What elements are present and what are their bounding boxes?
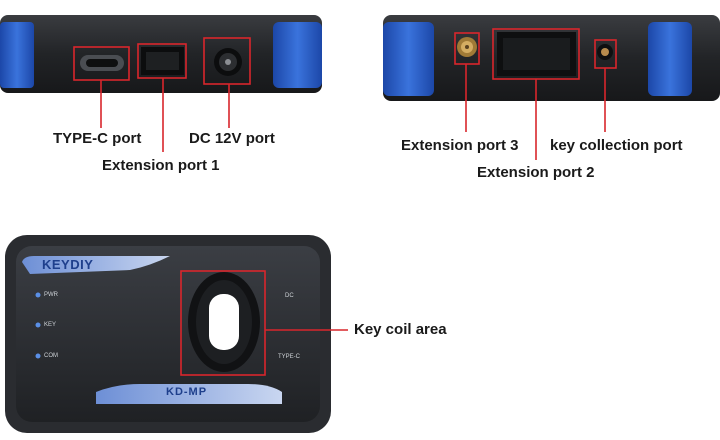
callout-graphics — [73, 28, 617, 376]
device-side-left — [0, 15, 322, 93]
dc-12v-highlight-box — [203, 37, 251, 85]
top-brand-band — [22, 256, 170, 274]
device-side-right — [383, 15, 720, 101]
side-label-type-c: TYPE-C — [278, 354, 301, 360]
led-com — [35, 353, 41, 359]
key-coil-highlight-box — [180, 270, 266, 376]
blue-bumper-left — [0, 22, 34, 88]
key-slot — [209, 294, 239, 350]
key-collection-port-label: key collection port — [550, 137, 683, 154]
extension-port-3-highlight-box — [454, 32, 480, 65]
led-pwr — [35, 292, 41, 298]
blue-bumper-right-2 — [648, 22, 692, 96]
type-c-port-label: TYPE-C port — [53, 130, 142, 147]
bottom-model-band — [96, 384, 282, 404]
led-key — [35, 322, 41, 328]
dc-12v-port-label: DC 12V port — [189, 130, 275, 147]
led-label-com: COM — [44, 353, 58, 359]
blue-bumper-right — [273, 22, 322, 88]
extension-port-2-label: Extension port 2 — [477, 164, 595, 181]
extension-port-1-label: Extension port 1 — [102, 157, 220, 174]
device-top-view — [5, 235, 331, 433]
side-label-dc: DC — [285, 293, 294, 299]
blue-bumper-left-2 — [383, 22, 434, 96]
led-label-pwr: PWR — [44, 292, 58, 298]
led-label-key: KEY — [44, 322, 57, 328]
key-coil-area-label: Key coil area — [354, 321, 447, 338]
brand-logo-text: KEYDIY — [42, 257, 94, 272]
model-name-text: KD-MP — [166, 386, 208, 398]
extension-port-3-label: Extension port 3 — [401, 137, 519, 154]
extension-port-1-highlight-box — [137, 43, 187, 79]
